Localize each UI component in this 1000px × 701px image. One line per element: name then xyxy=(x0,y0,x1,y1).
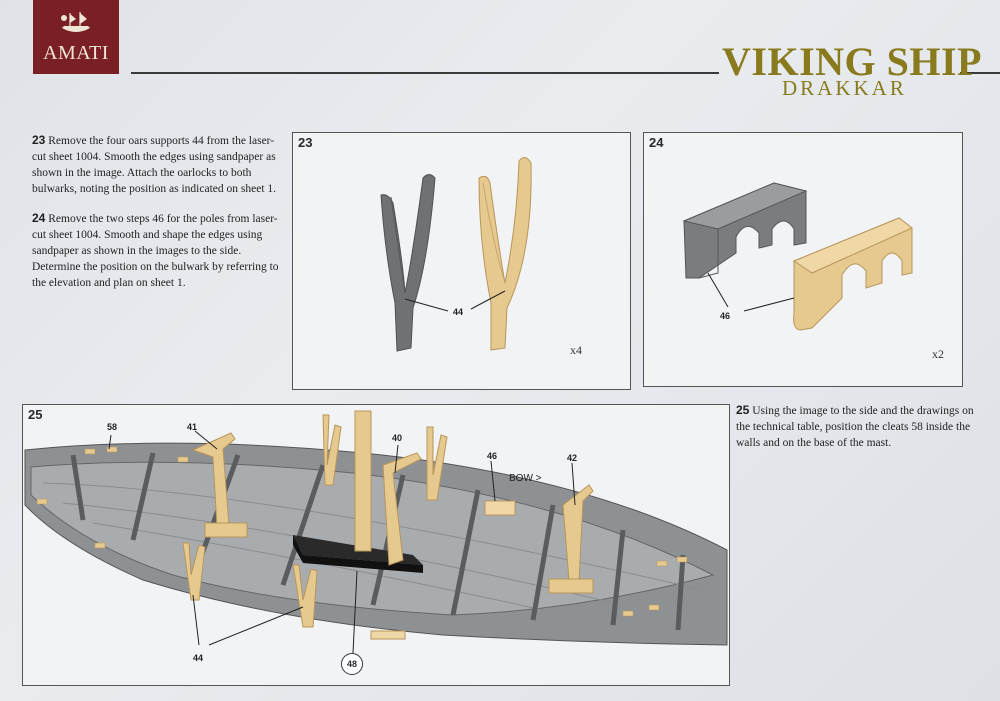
step-24-number: 24 xyxy=(32,211,46,225)
callout-58: 58 xyxy=(107,422,118,432)
panel-24-label: 24 xyxy=(649,135,664,150)
step-25-text: 25 Using the image to the side and the d… xyxy=(736,402,981,451)
step-23-number: 23 xyxy=(32,133,46,147)
callout-40: 40 xyxy=(392,433,403,443)
brand-name: AMATI xyxy=(43,42,109,64)
ship-logo-icon xyxy=(61,12,90,32)
page-title: VIKING SHIP xyxy=(722,39,982,84)
panel-23: 23 44 x4 xyxy=(292,132,631,390)
header-rule-left xyxy=(131,72,719,74)
panel-24-callout: 46 xyxy=(720,311,731,321)
hull-assembly-illustration xyxy=(24,410,728,654)
panel-25-label: 25 xyxy=(28,407,43,422)
callout-41: 41 xyxy=(187,422,198,432)
panel-24: 24 46 x2 xyxy=(643,132,963,387)
oar-support-illustration xyxy=(380,157,532,352)
step-23-body: Remove the four oars supports 44 from th… xyxy=(32,135,277,195)
panel-23-callout: 44 xyxy=(453,307,464,317)
page-subtitle: DRAKKAR xyxy=(782,76,907,100)
callout-46: 46 xyxy=(487,451,498,461)
step-25-number: 25 xyxy=(736,403,750,417)
callout-48-badge: 48 xyxy=(341,653,363,675)
panel-24-quantity: x2 xyxy=(932,347,944,361)
panel-23-label: 23 xyxy=(298,135,313,150)
amati-logo: AMATI xyxy=(33,0,119,74)
header-rule-right xyxy=(960,72,1000,74)
step-24-text: 24 Remove the two steps 46 for the poles… xyxy=(32,210,282,291)
callout-42: 42 xyxy=(567,453,578,463)
step-23-text: 23 Remove the four oars supports 44 from… xyxy=(32,132,282,197)
panel-23-quantity: x4 xyxy=(570,343,582,357)
step-25-body: Using the image to the side and the draw… xyxy=(736,405,974,449)
step-24-body: Remove the two steps 46 for the poles fr… xyxy=(32,213,279,289)
pole-step-illustration xyxy=(682,182,913,331)
callout-44: 44 xyxy=(193,653,204,663)
bow-direction-label: BOW > xyxy=(509,473,542,484)
panel-25: 25 xyxy=(22,404,730,686)
